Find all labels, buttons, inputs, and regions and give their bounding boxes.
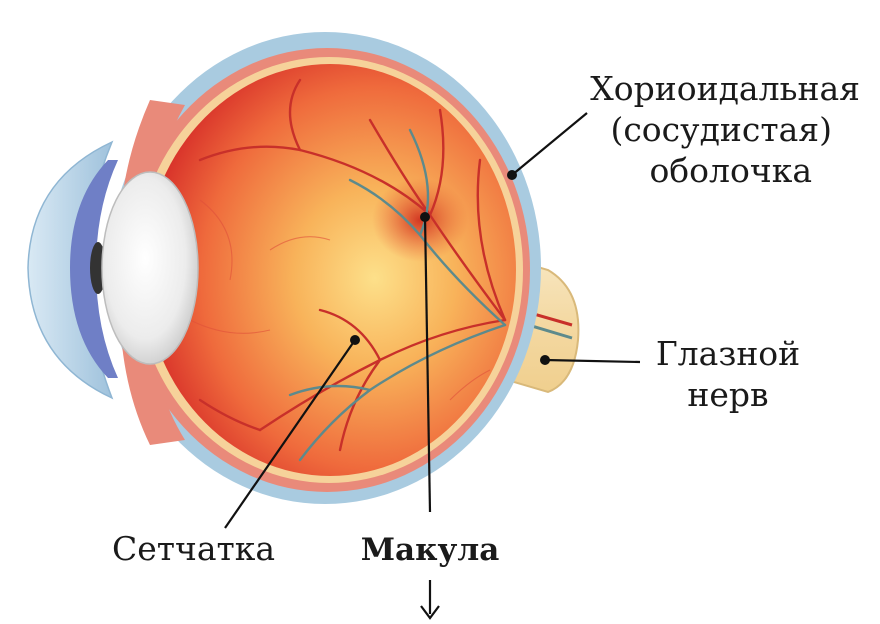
optic-nerve-label-line1: Глазной: [656, 334, 800, 373]
choroid-label-line1: Хориоидальная: [590, 69, 860, 108]
lens: [102, 172, 198, 364]
down-arrow-icon: [421, 580, 439, 618]
retina-label: Сетчатка: [112, 529, 275, 568]
optic-nerve-label-line2: нерв: [687, 375, 768, 414]
choroid-label-line2: (сосудистая): [610, 110, 832, 149]
choroid-label-line3: оболочка: [649, 151, 812, 190]
macula-label: Макула: [361, 532, 500, 568]
choroid-pointer: [507, 113, 587, 180]
vitreous-body: [144, 64, 516, 476]
